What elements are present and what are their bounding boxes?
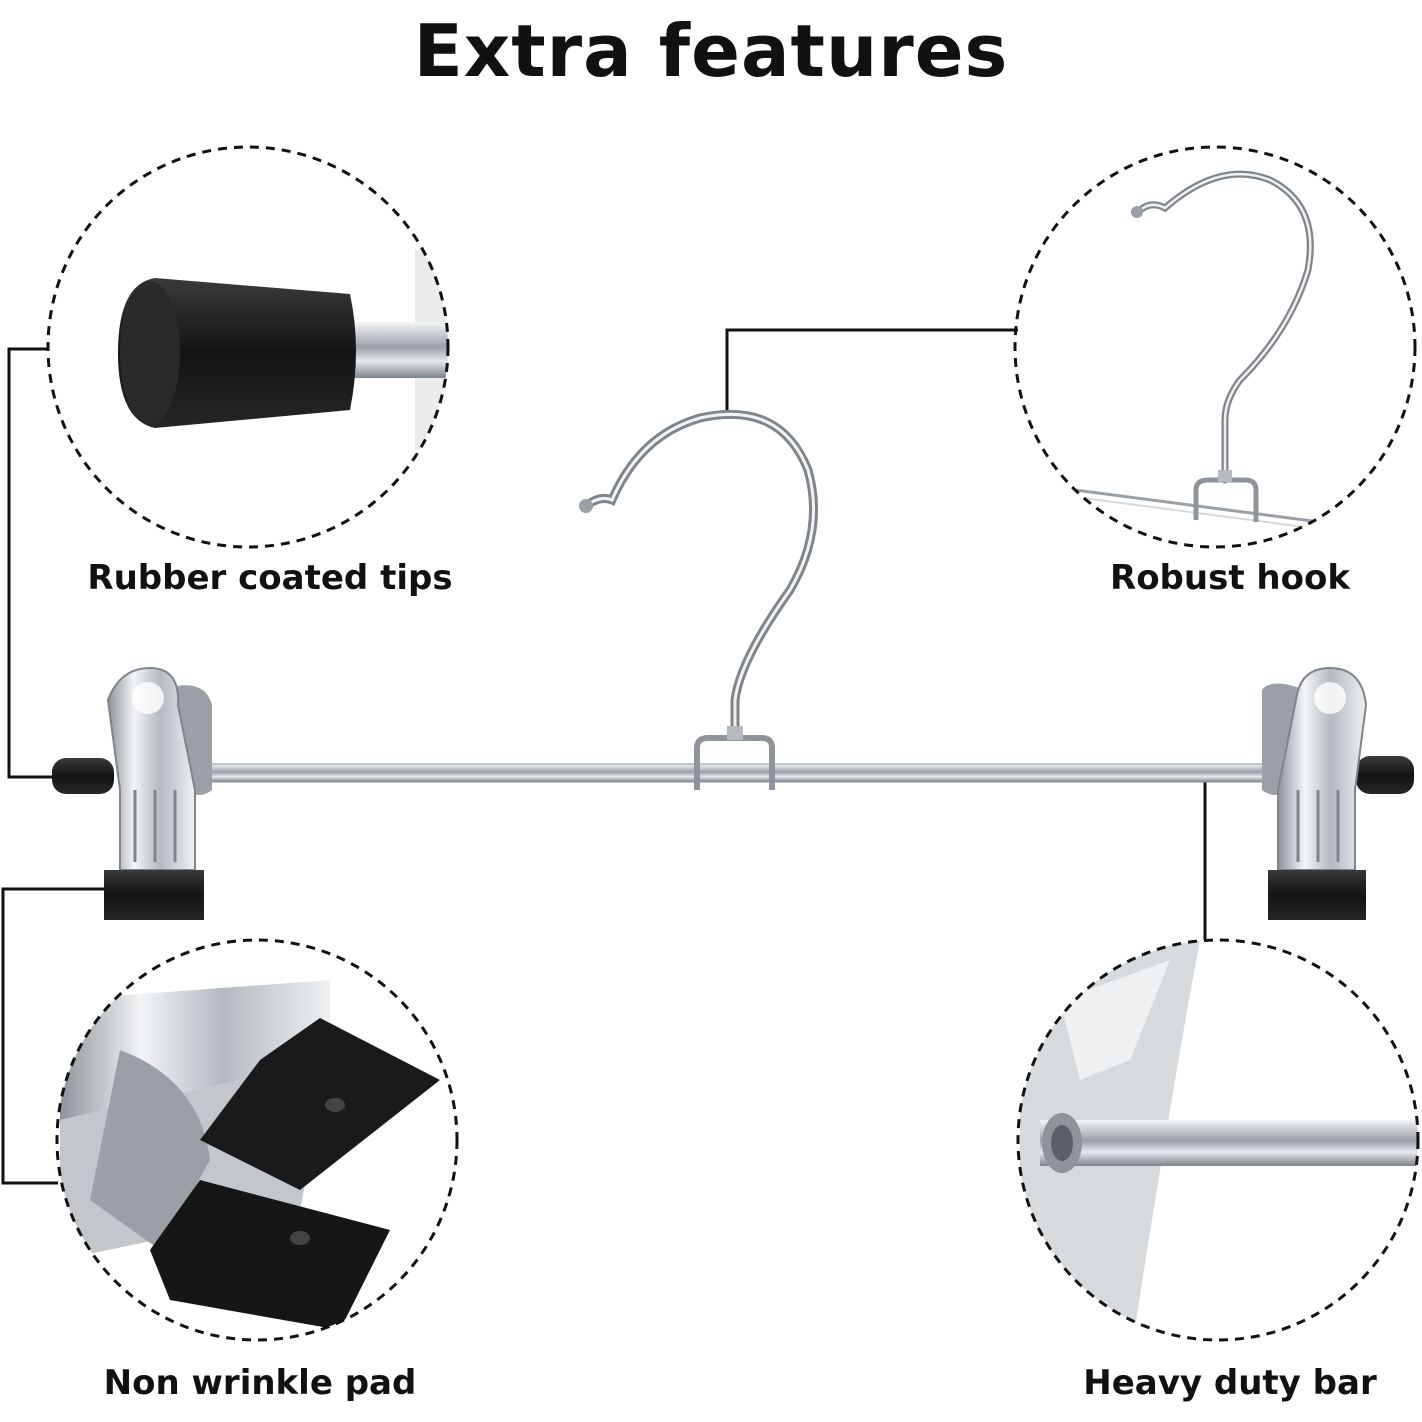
pad-circle xyxy=(55,938,459,1342)
caption-hook: Robust hook xyxy=(1110,558,1350,598)
hanger xyxy=(52,409,1414,920)
rubber-tip-detail xyxy=(118,250,448,450)
connector-bar xyxy=(1203,771,1245,940)
hanger-bar xyxy=(189,763,1281,783)
caption-pad: Non wrinkle pad xyxy=(103,1363,417,1403)
connector-hook xyxy=(725,328,1018,415)
hook-detail xyxy=(1074,170,1321,530)
hanger-hook xyxy=(581,409,819,735)
rubber-tip-circle xyxy=(46,145,450,549)
hook-circle xyxy=(1013,145,1417,549)
connector-pad xyxy=(1,887,105,1185)
pad-detail xyxy=(60,980,440,1330)
caption-bar: Heavy duty bar xyxy=(1083,1363,1377,1403)
bar-circle xyxy=(1016,938,1420,1342)
right-clip xyxy=(1262,666,1414,920)
connector-tips xyxy=(7,347,54,779)
bar-detail xyxy=(1020,940,1418,1340)
page-title: Extra features xyxy=(413,9,1009,93)
left-clip xyxy=(52,666,212,920)
caption-rubber-tips: Rubber coated tips xyxy=(87,558,453,598)
